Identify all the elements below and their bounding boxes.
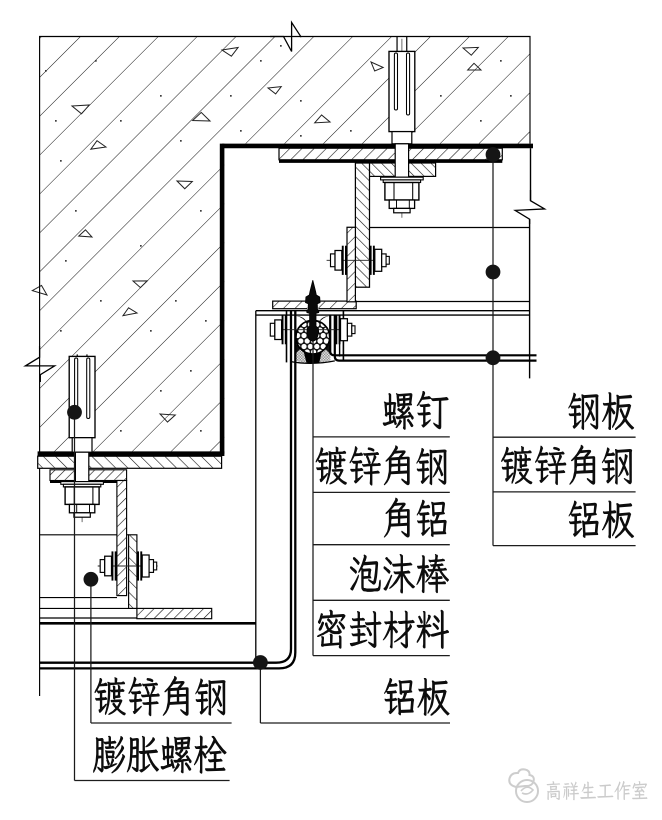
leader-dot	[83, 571, 99, 587]
leader-lines	[67, 147, 636, 782]
lower-anchor-bolt	[60, 354, 104, 523]
lower-angle-aluminium	[128, 534, 213, 620]
label-galvanized-angle-right	[501, 444, 633, 486]
watermark-logo	[508, 768, 539, 803]
label-foam-rod	[349, 554, 449, 594]
leader-dot	[485, 147, 501, 162]
wall-panel-fascia-lines	[346, 148, 532, 379]
leader-dot	[253, 655, 268, 670]
upper-steel-plate	[278, 147, 503, 163]
label-aluminium-plate-bottom	[384, 678, 450, 716]
panel-joint-assembly	[39, 280, 537, 670]
leader-dot	[485, 350, 501, 366]
upper-anchor-bolt	[380, 36, 424, 218]
label-sealing-material	[316, 609, 449, 649]
label-galvanized-angle-bottom	[94, 675, 226, 717]
trim-lines	[255, 300, 530, 662]
leader-dot	[67, 404, 82, 420]
label-screw	[382, 391, 449, 430]
label-aluminium-plate-right	[568, 500, 635, 539]
watermark-text	[546, 780, 648, 801]
label-angle-aluminium	[383, 497, 447, 538]
leader-dot	[485, 264, 501, 280]
label-galvanized-angle-center	[315, 445, 447, 486]
label-expansion-bolt	[93, 735, 227, 774]
label-steel-plate	[568, 392, 635, 430]
upper-bracket-bolt	[326, 245, 390, 275]
lower-bracket-bolt	[97, 551, 158, 581]
lower-steel-plate	[37, 455, 223, 469]
watermark	[508, 768, 648, 803]
